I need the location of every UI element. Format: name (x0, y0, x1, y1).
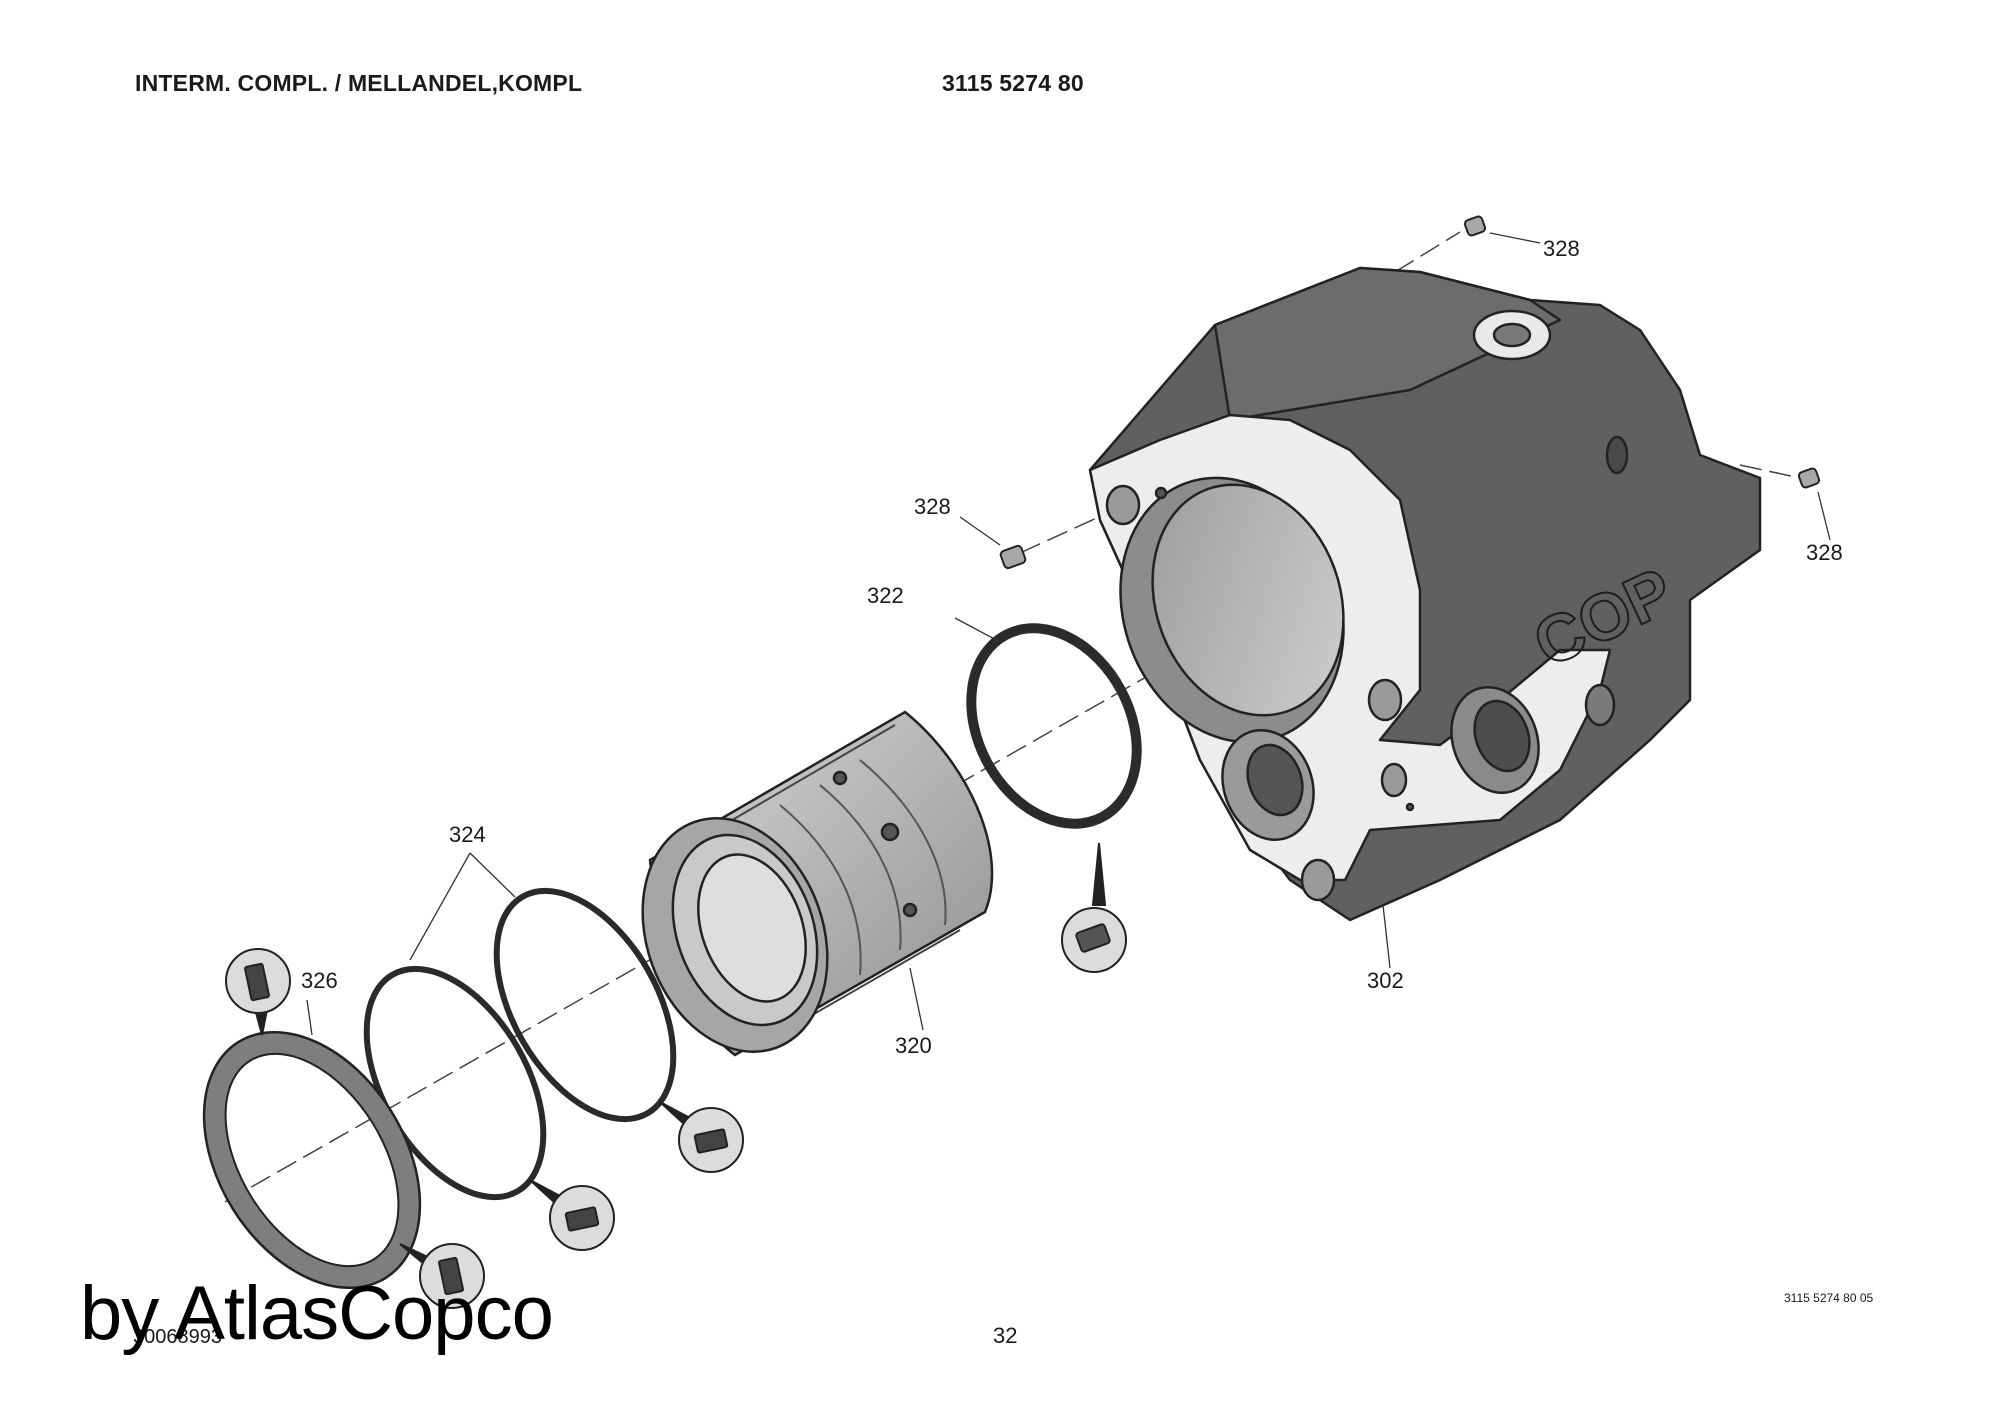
plug-328-top (1463, 215, 1487, 237)
drawing-reference: 3115 5274 80 05 (1784, 1291, 1874, 1305)
callout-324: 324 (449, 822, 486, 847)
drawing-title: INTERM. COMPL. / MELLANDEL,KOMPL (135, 70, 583, 96)
callout-328-top: 328 (1543, 236, 1580, 261)
part-number: 3115 5274 80 (942, 70, 1084, 96)
section-detail-326-top (225, 948, 291, 1036)
support-ring-326 (202, 1030, 422, 1290)
callout-302: 302 (1367, 968, 1404, 993)
section-detail-322 (1061, 842, 1127, 973)
callout-328-right: 328 (1806, 540, 1843, 565)
leader-lines (306, 232, 1831, 1036)
watermark-text: by AtlasCopco (80, 1271, 554, 1356)
plug-328-left (999, 544, 1027, 570)
drawing-code: 30068993 (133, 1326, 222, 1348)
callout-328-left: 328 (914, 494, 951, 519)
page-number: 32 (993, 1323, 1018, 1348)
o-ring-324-a (493, 887, 677, 1123)
section-detail-bubbles (225, 842, 1127, 1309)
callout-320: 320 (895, 1033, 932, 1058)
plug-328-right (1797, 467, 1821, 489)
section-detail-324-a (659, 1101, 744, 1173)
cylinder-320 (641, 710, 994, 1057)
seal-ring-322 (966, 623, 1142, 829)
section-detail-326-bottom (399, 1243, 485, 1309)
housing-302 (1088, 266, 1762, 922)
callout-326: 326 (301, 968, 338, 993)
section-detail-324-b (529, 1179, 615, 1251)
callout-322: 322 (867, 583, 904, 608)
